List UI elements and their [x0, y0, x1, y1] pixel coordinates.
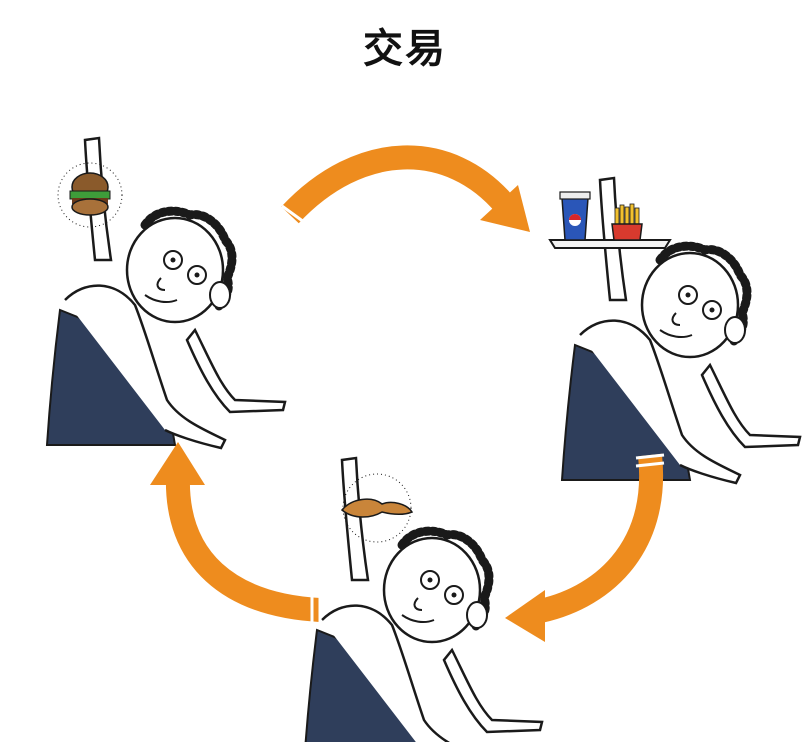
arrow-drink-to-wing	[505, 453, 665, 642]
arrow-wing-to-burger	[150, 442, 322, 624]
person-burger	[47, 136, 287, 448]
arrow-burger-to-drink	[275, 145, 530, 232]
person-chicken-wing	[304, 456, 544, 742]
burger-icon	[57, 162, 123, 228]
drink-fries-tray-icon	[548, 191, 672, 249]
diagram-title: 交易	[363, 26, 447, 72]
chicken-wing-icon	[340, 473, 414, 543]
person-drink-fries	[548, 176, 802, 483]
